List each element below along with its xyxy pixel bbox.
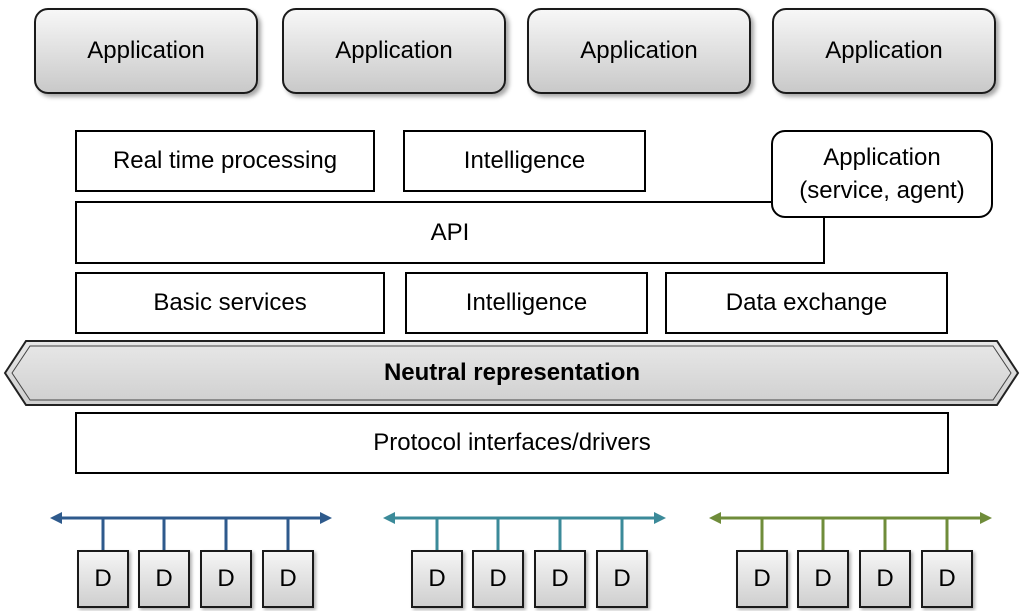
intelligence-bottom-box: Intelligence — [405, 272, 648, 334]
device-buses — [50, 512, 992, 550]
neutral-representation-label: Neutral representation — [383, 359, 641, 386]
protocol-interfaces-label: Protocol interfaces/drivers — [373, 429, 651, 456]
application-box-2: Application — [282, 8, 506, 94]
basic-services-label: Basic services — [153, 289, 307, 316]
application-box-3: Application — [527, 8, 751, 94]
realtime-processing-box: Real time processing — [75, 130, 375, 192]
neutral-representation-band-inner — [11, 345, 1012, 401]
agent-application-line1: Application — [823, 144, 941, 171]
bus-arrowhead — [383, 512, 395, 524]
basic-services-box: Basic services — [75, 272, 385, 334]
bus-arrowhead — [50, 512, 62, 524]
protocol-interfaces-box: Protocol interfaces/drivers — [75, 412, 949, 474]
device-box: D — [77, 550, 129, 608]
application-label: Application — [825, 37, 943, 64]
api-label: API — [430, 218, 470, 246]
device-box: D — [797, 550, 849, 608]
api-box: API — [75, 201, 825, 264]
realtime-processing-label: Real time processing — [112, 147, 338, 174]
application-box-4: Application — [772, 8, 996, 94]
device-box: D — [921, 550, 973, 608]
device-box: D — [200, 550, 252, 608]
device-box: D — [736, 550, 788, 608]
bus-arrowhead — [320, 512, 332, 524]
device-box: D — [859, 550, 911, 608]
intelligence-top-label: Intelligence — [463, 147, 586, 174]
bus-arrowhead — [709, 512, 721, 524]
data-exchange-box: Data exchange — [665, 272, 948, 334]
device-box: D — [411, 550, 463, 608]
device-box: D — [472, 550, 524, 608]
bus-arrowhead — [980, 512, 992, 524]
neutral-representation-band — [3, 340, 1020, 406]
application-box-1: Application — [34, 8, 258, 94]
agent-application-line2: (service, agent) — [799, 177, 965, 204]
bus-arrowhead — [654, 512, 666, 524]
intelligence-bottom-label: Intelligence — [465, 289, 588, 316]
intelligence-top-box: Intelligence — [403, 130, 646, 192]
device-box: D — [262, 550, 314, 608]
agent-application-box: Application (service, agent) — [771, 130, 993, 218]
device-box: D — [138, 550, 190, 608]
application-label: Application — [335, 37, 453, 64]
data-exchange-label: Data exchange — [725, 289, 888, 316]
application-label: Application — [580, 37, 698, 64]
device-box: D — [596, 550, 648, 608]
device-box: D — [534, 550, 586, 608]
application-label: Application — [87, 37, 205, 64]
